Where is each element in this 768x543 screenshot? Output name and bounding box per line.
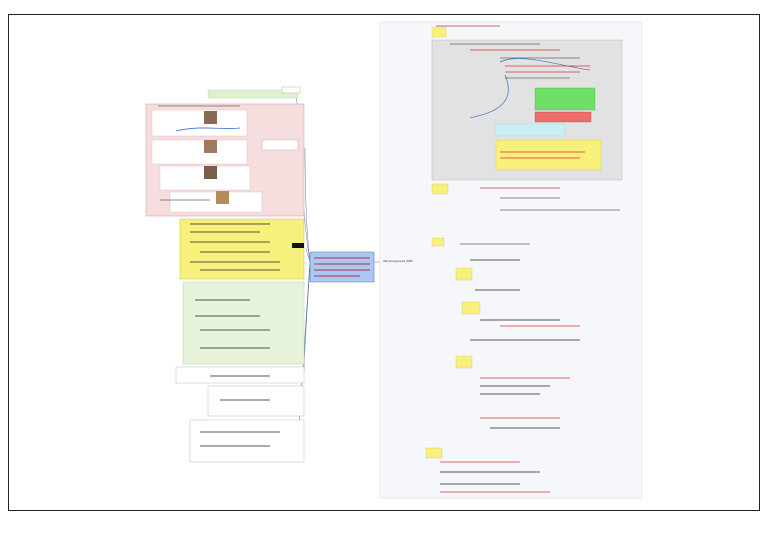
avatar (204, 140, 217, 153)
branch-panel-yellow[interactable] (179, 218, 305, 280)
branch-small-boxes[interactable] (175, 366, 305, 463)
avatar (204, 166, 217, 179)
branch-panel-green[interactable] (182, 281, 305, 365)
black-node[interactable] (292, 243, 304, 248)
topic-node-label: (AR) Arrangements (NSP) (383, 259, 413, 263)
branch-top-notes[interactable] (207, 86, 301, 99)
avatar (204, 111, 217, 124)
avatar (216, 191, 229, 204)
branch-panel-people[interactable] (145, 103, 305, 217)
central-topic[interactable] (309, 251, 375, 283)
text-lines (158, 25, 620, 493)
central-topic-text (314, 257, 370, 277)
